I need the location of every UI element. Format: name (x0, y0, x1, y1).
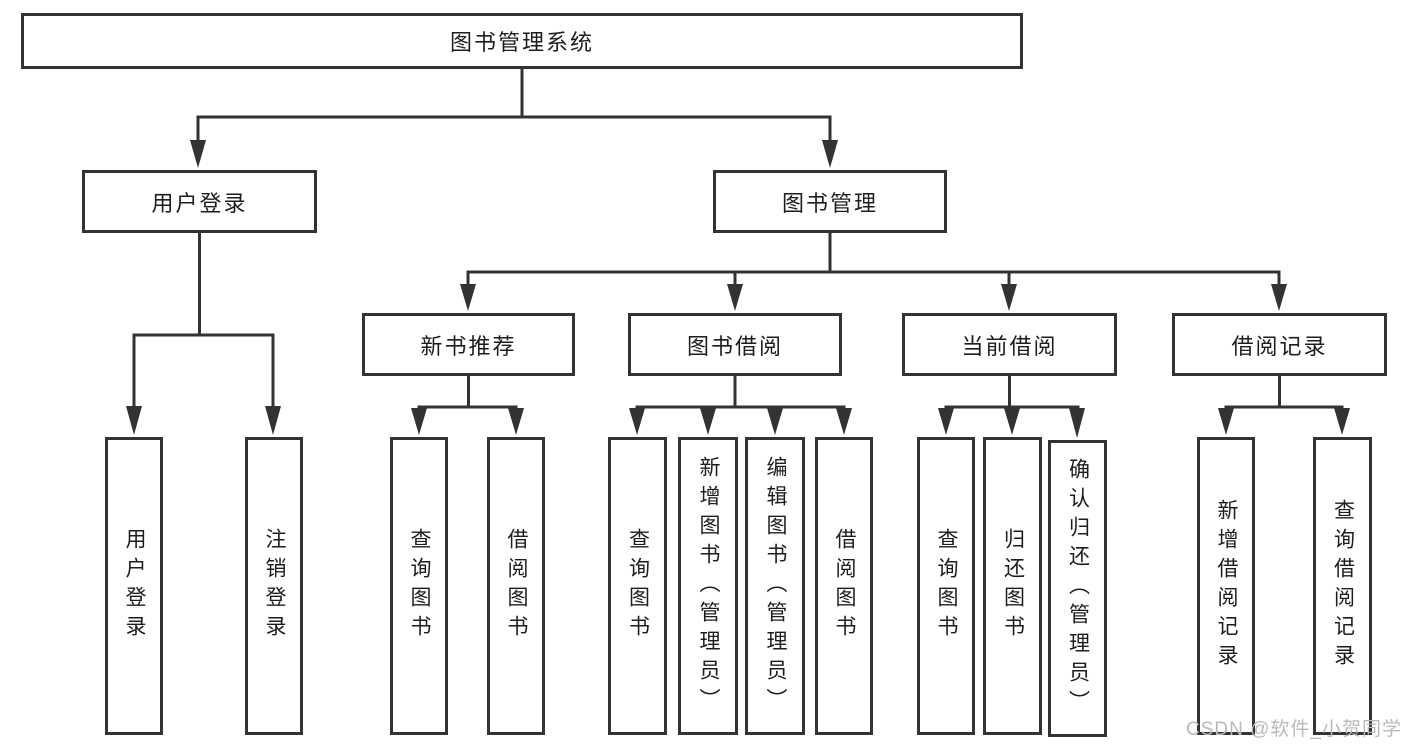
leaf-add-borrow-record-label: 新增借阅记录 (1215, 499, 1238, 673)
csdn-watermark: CSDN @软件_小贺同学 (1186, 719, 1402, 740)
node-current-borrow-label: 当前借阅 (961, 333, 1058, 359)
arrowheads (126, 140, 1350, 438)
leaf-return-book-label: 归还图书 (1001, 528, 1025, 644)
leaf-add-book-admin: 新增图书（管理员） (678, 437, 738, 735)
node-book-borrow: 图书借阅 (628, 313, 842, 376)
node-user-login: 用户登录 (82, 170, 317, 233)
leaf-return-book: 归还图书 (983, 437, 1042, 735)
node-book-management-label: 图书管理 (781, 190, 878, 216)
node-new-book-recommend: 新书推荐 (362, 313, 575, 376)
leaf-logout-label: 注销登录 (263, 528, 286, 644)
node-new-book-recommend-label: 新书推荐 (420, 333, 517, 359)
node-root-label: 图书管理系统 (449, 30, 594, 55)
leaf-borrow-book: 借阅图书 (487, 437, 545, 735)
leaf-query-books-3: 查询图书 (917, 437, 975, 735)
leaf-borrow-book-label: 借阅图书 (505, 528, 528, 644)
leaf-query-books-2: 查询图书 (608, 437, 667, 735)
node-user-login-label: 用户登录 (151, 190, 248, 216)
node-borrow-records-label: 借阅记录 (1231, 333, 1328, 359)
leaf-borrow-book-2-label: 借阅图书 (833, 528, 856, 644)
leaf-query-books-2-label: 查询图书 (626, 528, 650, 644)
leaf-query-borrow-record: 查询借阅记录 (1313, 437, 1372, 735)
node-current-borrow: 当前借阅 (902, 313, 1117, 376)
leaf-query-books: 查询图书 (390, 437, 448, 735)
leaf-add-borrow-record: 新增借阅记录 (1197, 437, 1255, 735)
leaf-query-books-3-label: 查询图书 (935, 528, 958, 644)
leaf-query-books-label: 查询图书 (408, 528, 431, 644)
leaf-confirm-return-admin-label: 确认归还（管理员） (1066, 458, 1090, 719)
leaf-borrow-book-2: 借阅图书 (815, 437, 873, 735)
leaf-user-login-label: 用户登录 (123, 528, 146, 644)
node-borrow-records: 借阅记录 (1172, 313, 1387, 376)
node-book-management: 图书管理 (713, 170, 947, 233)
node-book-borrow-label: 图书借阅 (686, 333, 783, 359)
leaf-add-book-admin-label: 新增图书（管理员） (697, 455, 720, 717)
leaf-logout: 注销登录 (245, 437, 303, 735)
node-root: 图书管理系统 (21, 13, 1023, 69)
leaf-confirm-return-admin: 确认归还（管理员） (1048, 440, 1107, 737)
leaf-query-borrow-record-label: 查询借阅记录 (1331, 499, 1355, 673)
leaf-edit-book-admin: 编辑图书（管理员） (745, 437, 805, 735)
leaf-edit-book-admin-label: 编辑图书（管理员） (764, 455, 787, 717)
leaf-user-login: 用户登录 (105, 437, 163, 735)
